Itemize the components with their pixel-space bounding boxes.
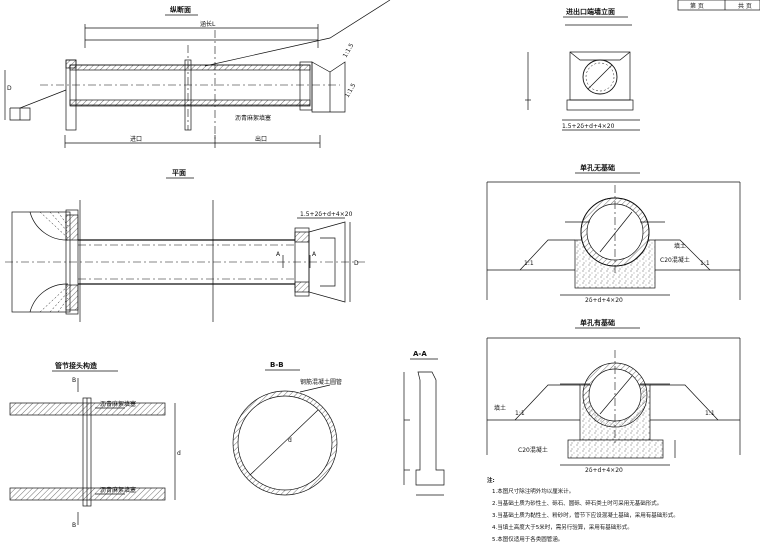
note-item-5: 5.本图仅适用于各类圆管涵。 xyxy=(492,535,563,543)
cradle-a-fill: 填土 xyxy=(674,242,686,250)
joint-dim-d: d xyxy=(177,450,181,457)
title-cell-1: 第 页 xyxy=(690,2,704,10)
section-bb: B-B d 钢筋混凝土圆管 xyxy=(232,361,342,496)
note-item-1: 1.本图尺寸除注明外均以厘米计。 xyxy=(492,487,574,495)
title-cell-2: 共 页 xyxy=(738,2,752,10)
cradle-a-slope-right: 1:1 xyxy=(700,260,710,267)
cradle-a-bottom-dim: 2δ+d+4×20 xyxy=(585,297,623,304)
cradle-b-fill: 填土 xyxy=(494,404,506,412)
joint-detail: 管节接头构造 B 沥青麻絮填塞 沥青麻絮填塞 d B xyxy=(9,361,181,529)
cradle-a: 单孔无基础 1:1 1:1 2δ+d+4×20 填土 C20混凝土 xyxy=(486,163,741,304)
bb-dim-d: d xyxy=(288,437,292,444)
plan-title: 平面 xyxy=(172,169,186,177)
section-aa: A-A xyxy=(403,350,445,496)
section-aa-title: A-A xyxy=(413,350,427,358)
cradle-a-slope-left: 1:1 xyxy=(524,260,534,267)
elev-slope-1: 1:1.5 xyxy=(344,82,358,99)
plan-view: 平面 A A 1.5+2δ+d+4×20 D xyxy=(5,169,365,322)
notes-block: 注: 1.本图尺寸除注明外均以厘米计。 2.当基础土质为砂性土、砾石、圆砾、碎石… xyxy=(487,476,679,543)
cradle-a-base: C20混凝土 xyxy=(660,256,690,264)
elevation-title: 纵断面 xyxy=(170,5,191,14)
note-item-2: 2.当基础土质为砂性土、砾石、圆砾、碎石类土时可采用无基础形式。 xyxy=(492,499,662,507)
cradle-a-title: 单孔无基础 xyxy=(580,163,615,172)
note-item-3: 3.当基础土质为黏性土、粉砂时，管节下应设混凝土基础，采用有基础形式。 xyxy=(492,511,679,519)
plan-cut-a-right: A xyxy=(312,251,317,258)
elev-dim-outlet: 出口 xyxy=(255,135,267,143)
elev-slope-2: 1:1.5 xyxy=(342,42,356,59)
plan-top-dim: 1.5+2δ+d+4×20 xyxy=(300,211,353,218)
inlet-title: 进出口端墙立面 xyxy=(566,7,615,16)
plan-right-dim: D xyxy=(354,260,359,267)
section-bb-title: B-B xyxy=(270,361,284,369)
title-block: 第 页 共 页 xyxy=(677,0,760,11)
plan-cut-a-left: A xyxy=(276,251,281,258)
joint-cut-b-top: B xyxy=(72,377,76,384)
elev-dim-inlet: 进口 xyxy=(130,135,142,143)
inlet-bottom-dim: 1.5+2δ+d+4×20 xyxy=(562,123,615,130)
elev-joint-note: 沥青麻絮填塞 xyxy=(235,114,271,122)
inlet-elevation: 进出口端墙立面 1.5+2δ+d+4×20 xyxy=(525,7,640,131)
joint-cut-b-bottom: B xyxy=(72,522,76,529)
note-item-4: 4.当填土高度大于5米时，需另行验算，采用有基础形式。 xyxy=(492,523,633,531)
cradle-b-slope-right: 1:1 xyxy=(705,410,715,417)
cradle-b-base: C20混凝土 xyxy=(518,446,548,454)
elev-dim-top: 涵长L xyxy=(200,20,216,28)
joint-note-top: 沥青麻絮填塞 xyxy=(100,400,136,408)
cradle-b: 单孔有基础 1:1 1:1 2δ+d+4×20 填土 C20混凝土 xyxy=(486,318,741,474)
cradle-b-slope-left: 1:1 xyxy=(515,410,525,417)
elev-left-dim: D xyxy=(7,85,12,92)
joint-note-bottom: 沥青麻絮填塞 xyxy=(100,486,136,494)
elevation-view: 纵断面 涵长L D 1:1.5 1:1.5 进口 xyxy=(4,0,391,148)
bb-note: 钢筋混凝土圆管 xyxy=(300,378,342,386)
cradle-b-title: 单孔有基础 xyxy=(580,318,615,327)
joint-title: 管节接头构造 xyxy=(55,361,98,370)
notes-heading: 注: xyxy=(487,476,495,484)
cradle-b-bottom-dim: 2δ+d+4×20 xyxy=(585,467,623,474)
